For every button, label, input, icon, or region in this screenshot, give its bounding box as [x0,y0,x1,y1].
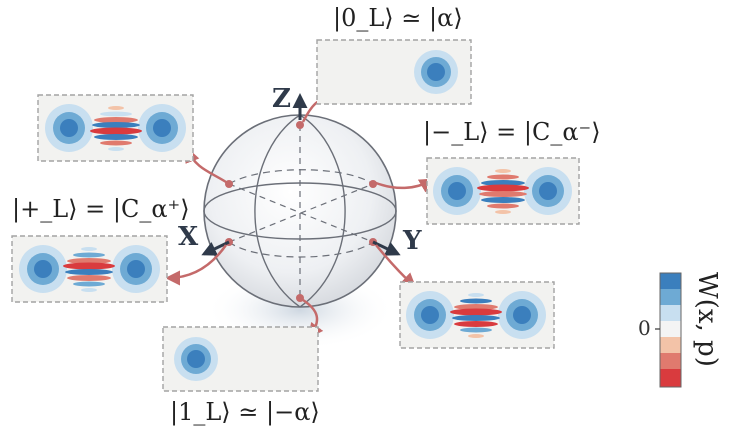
y-axis-arrow [372,240,401,256]
wigner-box-lower-right [399,281,555,349]
bloch-sphere [203,114,397,308]
arrow-to-plus [165,244,228,286]
axis-label-y: Y [403,226,422,256]
label-one: |1_L⟩ ≃ |−α⟩ [170,398,320,426]
label-zero: |0_L⟩ ≃ |α⟩ [333,4,463,32]
x-axis-arrow [201,240,230,256]
wigner-box-minus [426,157,580,225]
wigner-box-plus [11,235,168,303]
label-minus: |−_L⟩ = |C_α⁻⟩ [423,118,601,146]
label-plus: |+_L⟩ = |C_α⁺⟩ [12,195,190,223]
pole-point-top [296,121,304,129]
colorbar-tick-zero: 0 [638,316,651,340]
point-upper-left [225,180,233,188]
wigner-box-zero [316,39,472,105]
wigner-box-upper-left [37,94,194,162]
axis-label-x: X [178,222,199,252]
axis-label-z: Z [272,84,291,114]
colorbar-label: W(x, p) [692,272,722,367]
point-upper-right [369,180,377,188]
wigner-box-one [162,326,319,392]
colorbar [655,272,682,388]
pole-point-bottom [296,294,304,302]
